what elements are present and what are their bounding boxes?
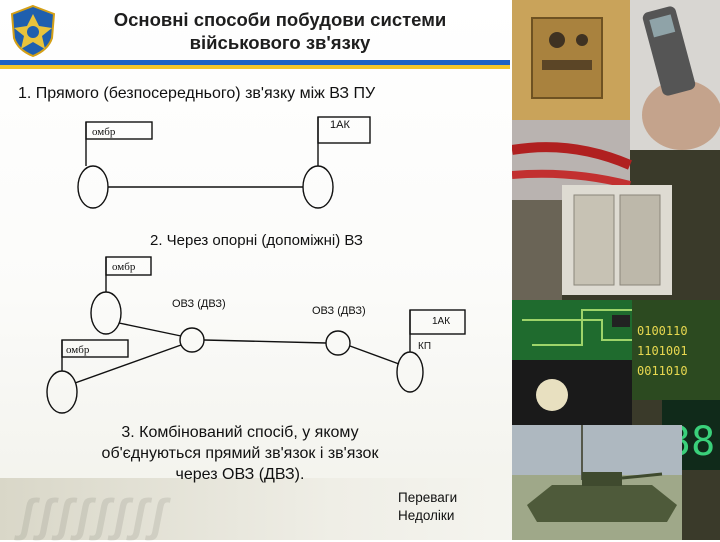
node-omb-top xyxy=(90,291,122,335)
svg-text:1101001: 1101001 xyxy=(637,344,688,358)
relay-node-1 xyxy=(179,327,205,353)
section-3-line-3: через ОВЗ (ДВЗ). xyxy=(175,466,305,483)
diagram-relay xyxy=(46,256,466,414)
flag-omb-top xyxy=(105,256,152,276)
section-3-heading: 3. Комбінований спосіб, у якому об'єдную… xyxy=(40,422,440,485)
bottom-watermark: ʃʃʃʃʃʃʃʃ xyxy=(20,489,170,541)
label-kp: КП xyxy=(418,341,431,352)
slide-background xyxy=(0,0,555,540)
svg-text:0011010: 0011010 xyxy=(637,364,688,378)
label-relay-2: ОВЗ (ДВЗ) xyxy=(312,305,366,317)
crest-emblem-icon xyxy=(10,4,56,58)
section-1-heading: 1. Прямого (безпосереднього) зв'язку між… xyxy=(18,85,376,102)
section-2-heading: 2. Через опорні (допоміжні) ВЗ xyxy=(150,232,363,249)
label-1ak-2: 1АК xyxy=(432,316,450,327)
relay-node-2 xyxy=(325,330,351,356)
node-omb-1 xyxy=(77,165,109,209)
node-1ak-2 xyxy=(396,351,424,393)
bottom-decor-band xyxy=(0,478,555,540)
disadvantages-link[interactable]: Недоліки xyxy=(398,508,455,523)
advantages-link[interactable]: Переваги xyxy=(398,490,458,505)
flag-omb-1 xyxy=(85,121,153,140)
node-1ak-1 xyxy=(302,165,334,209)
equipment-rack-photo-icon xyxy=(512,185,672,300)
section-3-line-1: 3. Комбінований спосіб, у якому xyxy=(121,424,359,441)
flag-omb-bottom xyxy=(61,339,129,358)
title-rule-blue xyxy=(0,60,510,65)
link-omb-top-relay1 xyxy=(118,322,182,337)
title-rule-yellow xyxy=(0,65,510,69)
link-omb-bottom-relay1 xyxy=(74,344,182,384)
link-relay2-1ak xyxy=(349,345,400,365)
mobile-phone-photo-icon xyxy=(630,0,720,150)
title-line-2: військового зв'язку xyxy=(189,32,371,53)
fiber-binary-photo-icon: 0100110 1101001 0011010 xyxy=(512,300,720,430)
page-title: Основні способи побудови системи військо… xyxy=(75,8,485,54)
photo-collage-art: 0100110 1101001 0011010 38 xyxy=(512,0,720,540)
pros-cons: Переваги Недоліки xyxy=(398,489,457,525)
label-omb-top: омбр xyxy=(112,261,136,273)
flag-1ak-2 xyxy=(409,309,466,335)
diagram-direct xyxy=(77,116,371,209)
photo-collage: 0100110 1101001 0011010 38 xyxy=(512,0,720,540)
communication-diagrams: омбр 1АК омбр омбр ОВЗ (ДВЗ) ОВЗ (ДВЗ) 1… xyxy=(46,116,466,414)
armored-vehicle-photo-icon xyxy=(512,425,682,540)
section-3-line-2: об'єднуються прямий зв'язок і зв'язок xyxy=(101,445,379,462)
node-omb-bottom xyxy=(46,370,78,414)
label-relay-1: ОВЗ (ДВЗ) xyxy=(172,298,226,310)
title-line-1: Основні способи побудови системи xyxy=(113,9,447,30)
link-relay1-relay2 xyxy=(203,339,327,344)
label-omb-bottom: омбр xyxy=(66,344,90,356)
field-radio-photo-icon xyxy=(512,0,630,120)
svg-text:0100110: 0100110 xyxy=(637,324,688,338)
label-omb-1: омбр xyxy=(92,126,116,138)
label-1ak-1: 1АК xyxy=(330,119,350,131)
flag-1ak-1 xyxy=(317,116,371,144)
